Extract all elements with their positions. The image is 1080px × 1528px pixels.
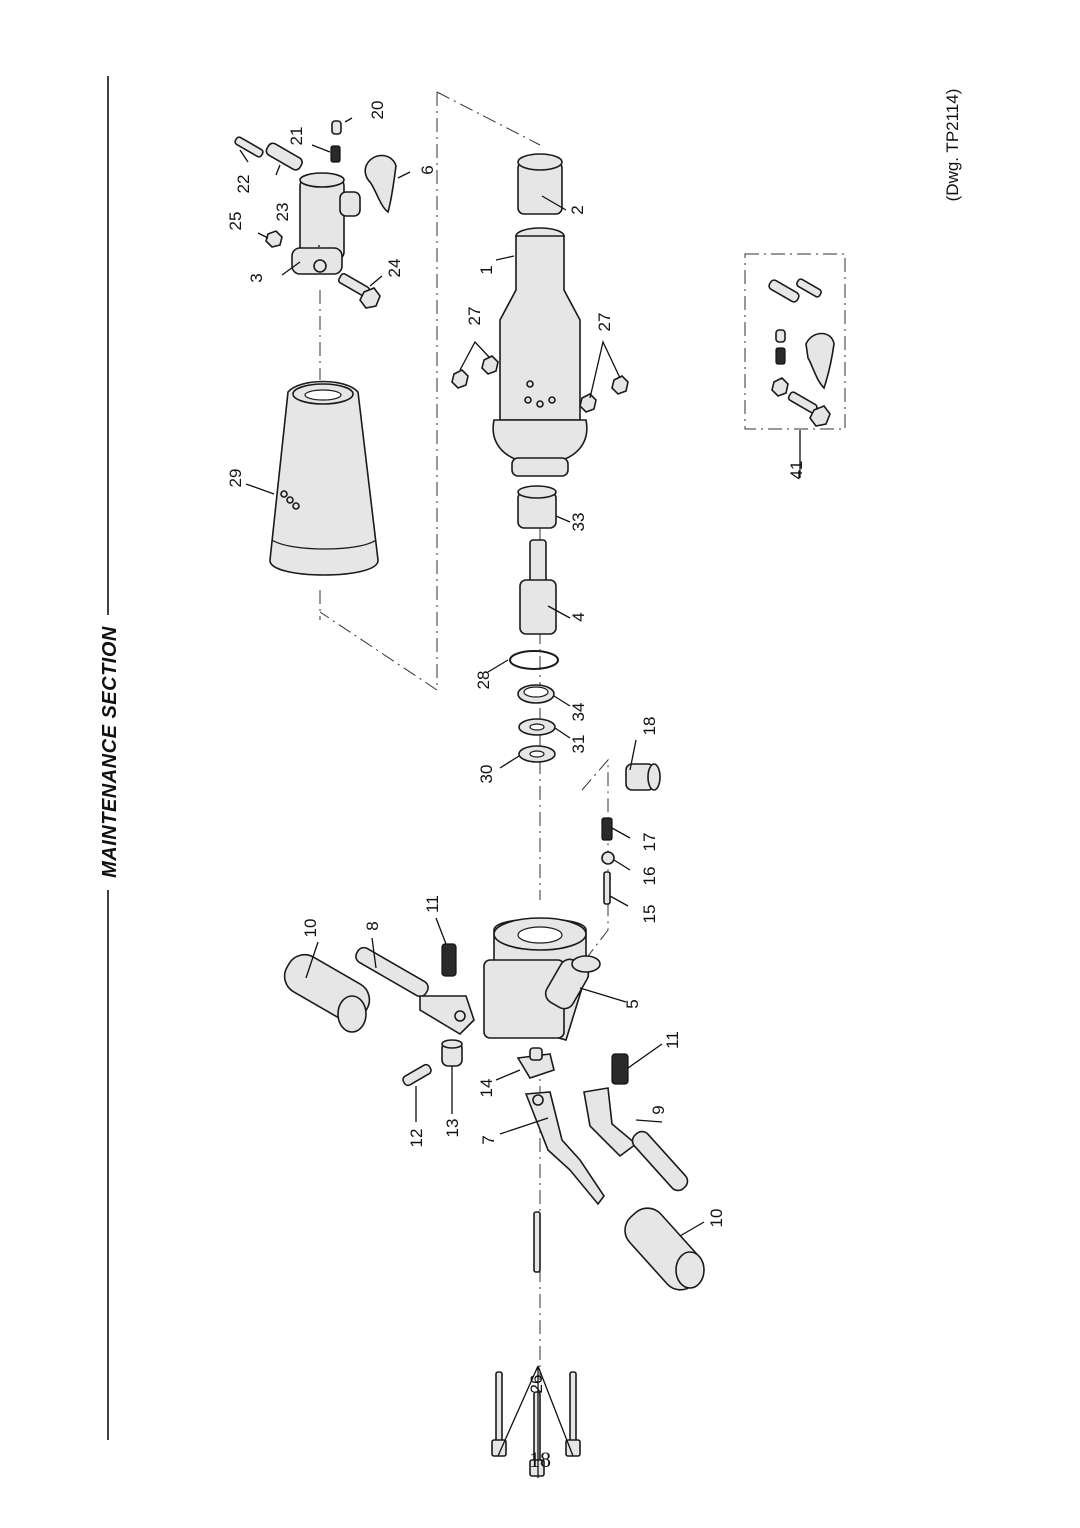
- part-16-ball: [601, 851, 615, 865]
- callout-22: 22: [234, 175, 253, 194]
- part-13-bushing: [441, 1039, 463, 1067]
- part-7-trigger-lever: [524, 1091, 605, 1206]
- callout-2: 2: [568, 205, 587, 214]
- callout-33: 33: [569, 513, 588, 532]
- callout-10-upper: 10: [301, 919, 320, 938]
- callout-15: 15: [640, 905, 659, 924]
- callout-9: 9: [649, 1105, 668, 1114]
- part-23-sleeve: [265, 142, 303, 171]
- part-18-fitting: [625, 763, 661, 791]
- callout-labels: 20 21 22 23 6 25 3 24 2 1 27 27 29 33 4 …: [226, 101, 806, 1394]
- part-5-backhead: [483, 917, 601, 1041]
- part-33-bushing: [517, 485, 557, 529]
- part-41-kit: [768, 278, 835, 427]
- callout-31: 31: [569, 735, 588, 754]
- part-10-grip-lower: [624, 1207, 705, 1291]
- part-27-nuts: [451, 355, 629, 413]
- part-2-socket: [517, 153, 563, 215]
- callout-14: 14: [477, 1079, 496, 1098]
- callout-11-lower: 11: [663, 1031, 682, 1049]
- part-20-plunger: [331, 120, 342, 135]
- part-1-motor-housing: [492, 227, 588, 477]
- part-25-nut: [265, 230, 283, 248]
- part-24-bolt: [337, 272, 381, 309]
- part-11-spring-lower: [611, 1053, 629, 1085]
- callout-13: 13: [443, 1119, 462, 1138]
- part-6-pawl: [364, 154, 397, 214]
- callout-21: 21: [287, 127, 306, 146]
- callout-3: 3: [247, 273, 266, 282]
- callout-17: 17: [640, 833, 659, 852]
- part-29-housing: [269, 380, 379, 576]
- part-15-pin: [603, 871, 611, 905]
- callout-23: 23: [273, 203, 292, 222]
- part-17-spring: [601, 817, 613, 841]
- callout-28: 28: [474, 671, 493, 690]
- part-31-washer: [518, 718, 556, 736]
- part-10-grip-upper: [283, 953, 371, 1033]
- part-34-ring: [517, 684, 555, 704]
- callout-11-upper: 11: [423, 895, 442, 913]
- callout-16: 16: [640, 867, 659, 886]
- callout-34: 34: [569, 703, 588, 722]
- callout-4: 4: [569, 612, 588, 621]
- part-21-spring: [330, 145, 341, 163]
- part-11-spring-upper: [441, 943, 457, 977]
- part-8-lever: [355, 946, 475, 1036]
- section-title: MAINTENANCE SECTION: [99, 626, 121, 878]
- callout-24: 24: [385, 259, 404, 278]
- drawing-reference: (Dwg. TP2114): [943, 89, 962, 202]
- part-28-o-ring: [509, 650, 559, 670]
- leader-lines: [239, 117, 801, 1478]
- part-14-latch: [516, 1047, 555, 1079]
- page-number: 18: [529, 1447, 551, 1472]
- callout-5: 5: [623, 999, 642, 1008]
- part-12-pin: [402, 1063, 432, 1087]
- callout-25: 25: [226, 212, 245, 231]
- callout-12: 12: [407, 1129, 426, 1148]
- callout-18: 18: [640, 717, 659, 736]
- part-3-head: [291, 172, 361, 275]
- callout-6: 6: [418, 165, 437, 174]
- callout-30: 30: [477, 765, 496, 784]
- callout-7: 7: [479, 1135, 498, 1144]
- part-22-pin: [234, 136, 264, 158]
- callout-20: 20: [368, 101, 387, 120]
- callout-29: 29: [226, 469, 245, 488]
- callout-1: 1: [477, 265, 496, 274]
- part-26-bolts: [491, 1211, 581, 1477]
- callout-10-lower: 10: [707, 1209, 726, 1228]
- part-9-lever: [583, 1087, 689, 1192]
- callout-41: 41: [787, 461, 806, 480]
- section-header: MAINTENANCE SECTION: [99, 76, 121, 1440]
- part-30-washer: [518, 745, 556, 763]
- callout-27-right: 27: [595, 313, 614, 332]
- callout-8: 8: [363, 921, 382, 930]
- part-4-shaft: [519, 539, 557, 635]
- callout-27-left: 27: [465, 307, 484, 326]
- callout-26: 26: [527, 1375, 546, 1394]
